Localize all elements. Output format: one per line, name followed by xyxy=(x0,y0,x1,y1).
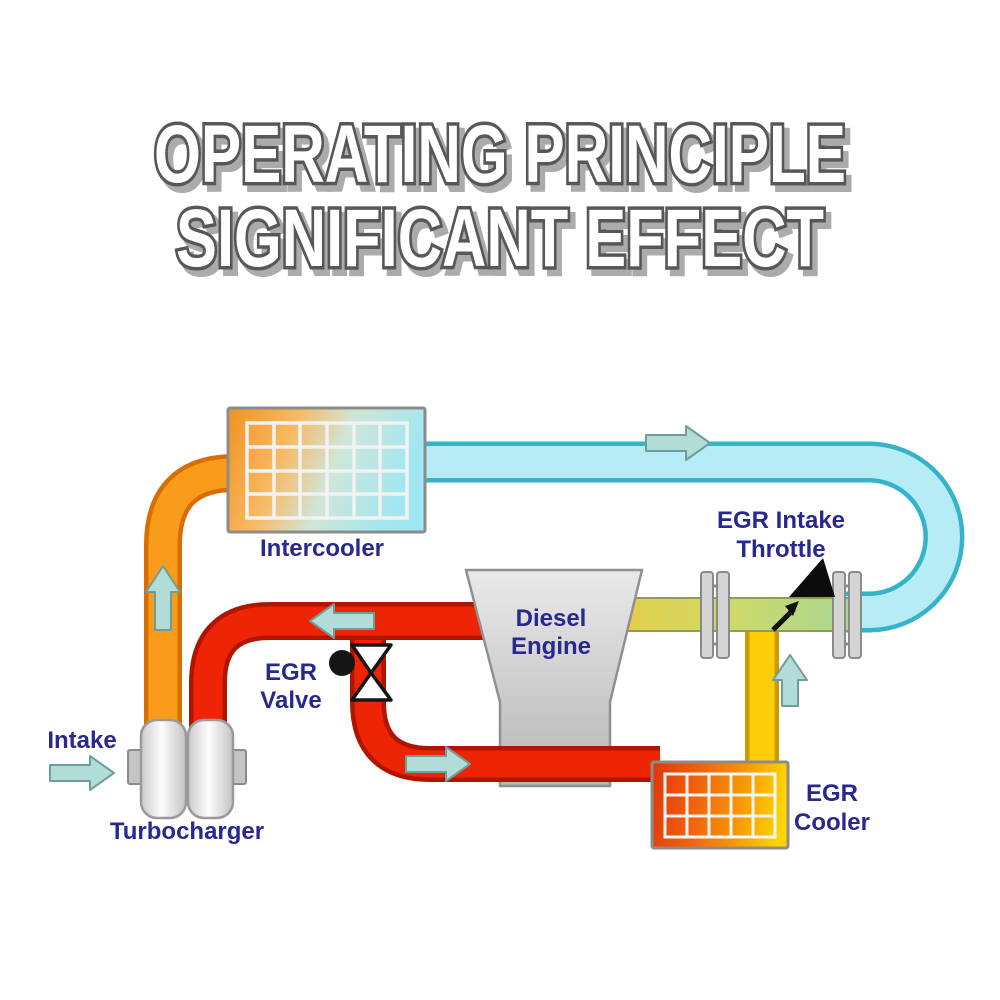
diesel-engine-block xyxy=(464,568,644,788)
intercooler-label: Intercooler xyxy=(260,535,384,562)
turbocharger-unit xyxy=(127,718,247,820)
flow-arrow-exhaust-left-icon xyxy=(309,603,375,639)
egr-cooler-label-line1: EGR xyxy=(806,780,858,807)
egr-intake-throttle-flanges xyxy=(700,571,862,659)
title-line1: OPERATING PRINCIPLE xyxy=(154,109,846,200)
title-line2-shadow: SIGNIFICANT EFFECT xyxy=(181,199,829,290)
cooled-air-pipe xyxy=(408,441,965,633)
throttle-actuator-icon xyxy=(789,558,835,597)
title-line2: SIGNIFICANT EFFECT xyxy=(176,193,824,284)
throttle-plate-arrow-icon xyxy=(771,601,799,632)
flow-arrow-boost-up-icon xyxy=(145,565,181,631)
diesel-engine-label-line1: Diesel xyxy=(516,605,587,632)
diesel-engine-label-line2: Engine xyxy=(511,633,591,660)
egr-valve-label-line2: Valve xyxy=(260,687,321,714)
poster-title: OPERATING PRINCIPLE OPERATING PRINCIPLE … xyxy=(151,106,856,295)
egr-intake-throttle-label-line1: EGR Intake xyxy=(717,507,845,534)
flow-arrow-egr-up-icon xyxy=(772,654,808,707)
egr-valve-label-line1: EGR xyxy=(265,659,317,686)
intercooler-box xyxy=(226,406,427,534)
turbocharger-label: Turbocharger xyxy=(110,818,264,845)
intake-label: Intake xyxy=(47,727,116,754)
flow-arrow-intake-right-icon xyxy=(49,755,115,791)
flow-arrow-egr-right-icon xyxy=(405,746,471,782)
exhaust-pipe-upper xyxy=(189,602,488,742)
egr-valve-icon xyxy=(329,643,393,702)
egr-cooler-label-line2: Cooler xyxy=(794,809,870,836)
flow-arrow-cooled-air-right-icon xyxy=(645,425,711,461)
egr-intake-throttle-body xyxy=(621,597,851,632)
title-line1-shadow: OPERATING PRINCIPLE xyxy=(159,115,851,206)
egr-intake-throttle-label-line2: Throttle xyxy=(736,536,825,563)
egr-cooler-box xyxy=(650,760,790,850)
